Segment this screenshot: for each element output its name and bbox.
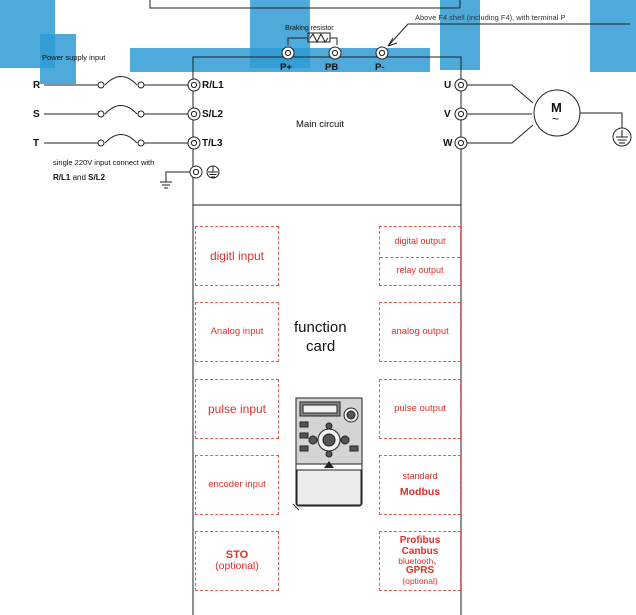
- phase-r-label: R: [33, 80, 41, 91]
- output-divider: [380, 257, 460, 258]
- note-and: and: [70, 173, 89, 182]
- bluetooth-label: bluetooth、: [398, 556, 442, 567]
- pulse-input-box: pulse input: [195, 379, 279, 439]
- function-card-line2: card: [306, 338, 336, 355]
- canbus-label: Canbus: [401, 545, 439, 557]
- terminal-w-label: W: [443, 138, 453, 149]
- modbus-cell: standard Modbus: [380, 456, 460, 514]
- modbus-box: standard Modbus: [379, 455, 461, 515]
- pulse-input-label: pulse input: [207, 401, 267, 416]
- relay-output-label: relay output: [396, 265, 444, 276]
- watermark-bar-right: [440, 0, 480, 70]
- power-supply-label: Power supply input: [42, 53, 106, 62]
- note-rl1: R/L1: [53, 173, 71, 182]
- sto-box: STO (optional): [195, 531, 279, 591]
- sto-optional-label: (optional): [215, 560, 259, 573]
- digital-relay-output-box: digital output relay output: [379, 226, 461, 286]
- terminal-p-plus-label: P+: [280, 62, 292, 73]
- terminal-p-minus: [375, 46, 389, 60]
- terminal-u-label: U: [444, 80, 452, 91]
- terminal-p-plus: [281, 46, 295, 60]
- phase-t-label: T: [33, 138, 40, 149]
- modbus-label: Modbus: [399, 485, 441, 498]
- braking-resistor-symbol: [287, 32, 338, 45]
- single-phase-note-2: R/L1 and S/L2: [53, 173, 105, 182]
- terminal-rl1-label: R/L1: [202, 80, 224, 91]
- braking-resistor-label: Braking resistor: [285, 25, 334, 32]
- single-phase-note: single 220V input connect with: [53, 158, 155, 167]
- watermark-bar-left-2: [40, 34, 76, 84]
- terminal-pb-label: PB: [325, 62, 339, 73]
- motor-tilde: ~: [552, 112, 560, 126]
- fieldbus-cell: Profibus Canbus bluetooth、 GPRS (optiona…: [380, 532, 460, 590]
- encoder-input-box: encoder input: [195, 455, 279, 515]
- f4-shell-note: Above F4 shell (including F4), with term…: [415, 13, 566, 22]
- motor-symbol: M: [551, 100, 562, 115]
- analog-output-box: analog output: [379, 302, 461, 362]
- profibus-label: Profibus: [399, 535, 441, 547]
- terminal-sl2-label: S/L2: [202, 109, 224, 120]
- sto-cell: STO (optional): [196, 532, 278, 590]
- note-sl2: S/L2: [88, 173, 106, 182]
- terminal-tl3-label: T/L3: [202, 138, 223, 149]
- phase-s-label: S: [33, 109, 40, 120]
- pulse-output-box: pulse output: [379, 379, 461, 439]
- digital-input-box: digitl input: [195, 226, 279, 286]
- digital-input-label: digitl input: [209, 248, 265, 263]
- function-card-line1: function: [294, 319, 347, 336]
- terminal-p-minus-label: P-: [375, 62, 385, 73]
- encoder-input-label: encoder input: [208, 479, 266, 491]
- terminal-v-label: V: [444, 109, 451, 120]
- keypad: [292, 397, 363, 511]
- analog-input-box: Analog input: [195, 302, 279, 362]
- ground-left: [160, 165, 220, 189]
- input-switches: [44, 76, 188, 144]
- fieldbus-optional-label: (optional): [402, 575, 438, 586]
- watermark-bar-right-2: [590, 0, 636, 72]
- main-circuit-label: Main circuit: [296, 119, 345, 130]
- input-terminals: [187, 78, 201, 150]
- sto-label: STO: [225, 548, 249, 561]
- output-terminals: [454, 78, 468, 150]
- inverter-frame: [192, 56, 462, 615]
- pulse-output-label: pulse output: [394, 403, 446, 415]
- fieldbus-box: Profibus Canbus bluetooth、 GPRS (optiona…: [379, 531, 461, 591]
- terminal-pb: [328, 46, 342, 60]
- analog-output-label: analog output: [391, 326, 449, 338]
- analog-input-label: Analog input: [210, 326, 264, 338]
- gprs-label: GPRS: [405, 565, 435, 577]
- motor-wiring: [467, 84, 632, 147]
- standard-label: standard: [402, 471, 438, 482]
- digital-output-label: digital output: [394, 236, 446, 247]
